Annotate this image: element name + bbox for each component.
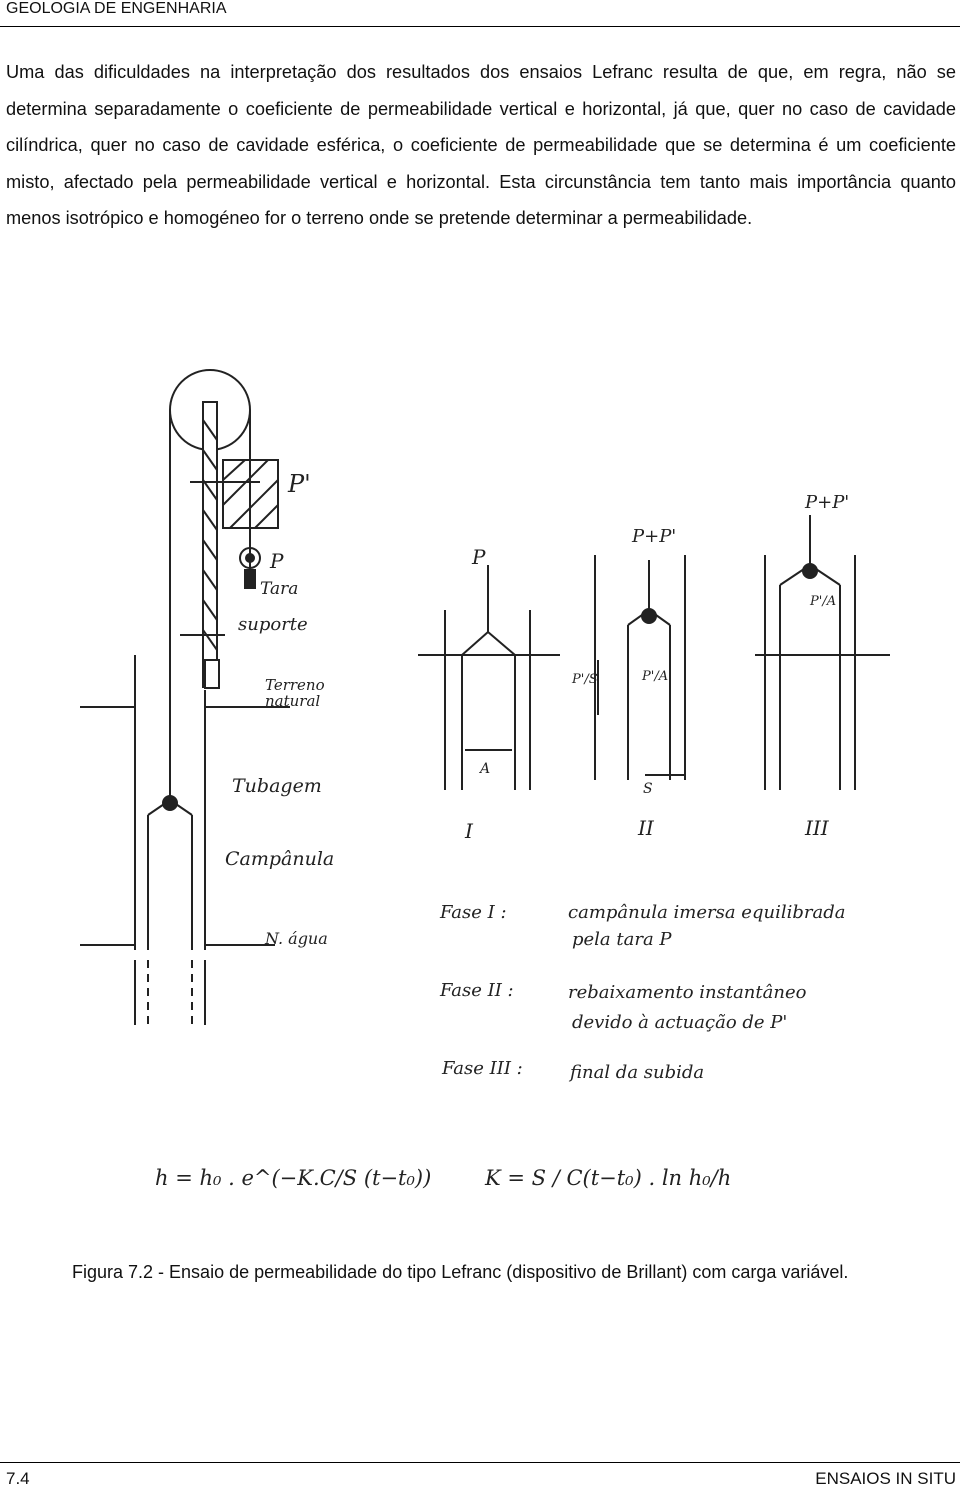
fase-iii-line1: final da subida (568, 1062, 704, 1083)
label-s-ii: S (643, 781, 653, 797)
label-suporte: suporte (238, 614, 308, 635)
label-pa-iii: P'/A (809, 594, 836, 609)
fase-ii-label: Fase II : (439, 980, 514, 1001)
label-n-agua: N. água (264, 929, 328, 948)
label-natural: natural (265, 692, 320, 710)
label-a-i: A (478, 761, 490, 777)
label-terreno: Terreno (265, 676, 325, 694)
label-tubagem: Tubagem (232, 775, 322, 797)
label-pp-iii: P+P' (804, 492, 849, 513)
formula-right: K = S / C(t−t₀) . ln h₀/h (484, 1166, 731, 1190)
tare-pulley (239, 547, 261, 569)
fase-ii-line2: devido à actuação de P' (572, 1012, 787, 1033)
label-ps-ii: P'/S (571, 672, 598, 687)
roman-iii: III (804, 816, 830, 840)
page-header: GEOLOGIA DE ENGENHARIA (0, 0, 960, 27)
formula-left: h = h₀ . e^(−K.C/S (t−t₀)) (155, 1166, 431, 1190)
fase-i-line1: campânula imersa equilibrada (568, 902, 845, 923)
body-paragraph: Uma das dificuldades na interpretação do… (6, 62, 956, 228)
roman-ii: II (637, 816, 655, 840)
label-p-prime: P' (287, 470, 311, 498)
label-pa-ii: P'/A (641, 669, 668, 684)
fase-ii-line1: rebaixamento instantâneo (568, 982, 807, 1003)
label-tara: Tara (260, 579, 298, 599)
label-p: P (269, 549, 284, 573)
weight-block (222, 459, 279, 529)
lefranc-figure: P' P Tara suporte Terreno natural Tubage… (80, 369, 890, 1190)
roman-i: I (464, 819, 474, 843)
page-number: 7.4 (6, 1469, 30, 1488)
fase-i-line2: pela tara P (572, 929, 672, 950)
fase-i-label: Fase I : (439, 902, 507, 923)
figure-caption: Figura 7.2 - Ensaio de permeabilidade do… (72, 1262, 849, 1282)
label-campanula: Campânula (225, 848, 334, 870)
fase-iii-label: Fase III : (441, 1058, 523, 1079)
label-p-i: P (471, 545, 486, 569)
page-footer: 7.4 ENSAIOS IN SITU (0, 1462, 960, 1492)
label-pp-ii: P+P' (631, 526, 676, 547)
header-title: GEOLOGIA DE ENGENHARIA (6, 0, 227, 17)
section-title: ENSAIOS IN SITU (815, 1469, 956, 1488)
